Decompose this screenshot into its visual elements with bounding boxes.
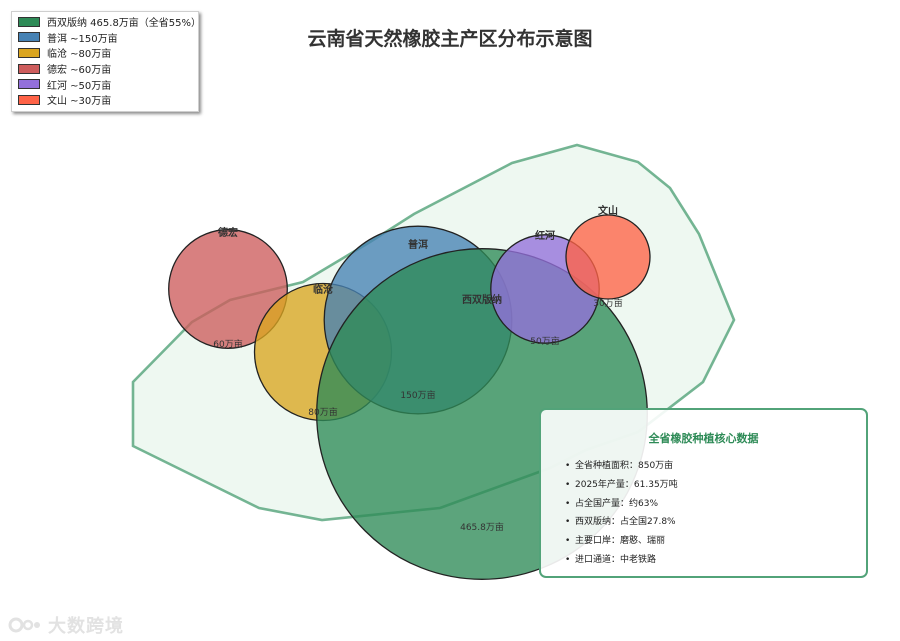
region-name-lincang: 临沧 (313, 283, 333, 296)
core-data-text: 全省种植面积：850万亩 (575, 461, 674, 471)
legend-item-puer: 普洱 ~150万亩 (18, 30, 192, 46)
map-title: 云南省天然橡胶主产区分布示意图 (307, 28, 593, 50)
legend-swatch (18, 79, 40, 90)
core-data-panel: 全省橡胶种植核心数据 •全省种植面积：850万亩 •2025年产量：61.35万… (539, 408, 868, 578)
legend-label: 临沧 ~80万亩 (47, 49, 112, 61)
legend-swatch (18, 16, 40, 27)
region-bubble-wenshan (565, 214, 651, 300)
region-name-puer: 普洱 (408, 238, 428, 251)
region-value-xishuangbanna: 465.8万亩 (460, 521, 504, 533)
legend-label: 西双版纳 465.8万亩（全省55%） (47, 18, 202, 30)
legend-item-wenshan: 文山 ~30万亩 (18, 92, 192, 108)
region-value-dehong: 60万亩 (213, 338, 242, 350)
watermark-text: 大数跨境 (48, 616, 124, 637)
region-value-wenshan: 30万亩 (593, 297, 622, 309)
region-value-honghe: 50万亩 (530, 335, 559, 347)
core-data-item: •西双版纳：占全国27.8% (565, 517, 676, 528)
region-value-puer: 150万亩 (400, 389, 435, 401)
legend-item-honghe: 红河 ~50万亩 (18, 76, 192, 92)
core-data-item: •进口通道：中老铁路 (565, 554, 657, 565)
legend-label: 红河 ~50万亩 (47, 80, 112, 92)
region-value-lincang: 80万亩 (308, 406, 337, 418)
legend-item-lincang: 临沧 ~80万亩 (18, 45, 192, 61)
watermark: 大数跨境 (8, 612, 124, 638)
legend-swatch (18, 47, 40, 58)
legend-label: 德宏 ~60万亩 (47, 65, 112, 77)
legend-item-xishuangbanna: 西双版纳 465.8万亩（全省55%） (18, 14, 201, 30)
core-data-item: •全省种植面积：850万亩 (565, 461, 674, 471)
core-data-item: •2025年产量：61.35万吨 (565, 479, 678, 490)
legend-swatch (18, 63, 40, 74)
core-data-text: 主要口岸：磨憨、瑞丽 (575, 536, 666, 547)
region-name-honghe: 红河 (535, 229, 555, 242)
legend-item-dehong: 德宏 ~60万亩 (18, 61, 192, 77)
region-name-wenshan: 文山 (598, 204, 618, 217)
legend-label: 普洱 ~150万亩 (47, 33, 118, 45)
region-name-xishuangbanna: 西双版纳 (462, 293, 502, 306)
core-data-text: 占全国产量：约63% (575, 498, 659, 509)
legend-swatch (18, 94, 40, 105)
watermark-logo-icon (8, 617, 40, 633)
core-data-text: 进口通道：中老铁路 (575, 554, 657, 565)
region-name-dehong: 德宏 (217, 226, 238, 239)
core-data-item: •主要口岸：磨憨、瑞丽 (565, 536, 666, 547)
legend-label: 文山 ~30万亩 (47, 96, 112, 108)
core-data-text: 2025年产量：61.35万吨 (575, 479, 678, 490)
legend: 西双版纳 465.8万亩（全省55%） 普洱 ~150万亩 临沧 ~80万亩 德… (11, 11, 201, 112)
core-data-item: •占全国产量：约63% (565, 498, 659, 509)
region-bubble-dehong (168, 229, 288, 349)
core-data-list: •全省种植面积：850万亩 •2025年产量：61.35万吨 •占全国产量：约6… (565, 459, 866, 572)
core-data-text: 西双版纳：占全国27.8% (575, 517, 676, 528)
core-data-title: 全省橡胶种植核心数据 (648, 432, 759, 445)
legend-swatch (18, 32, 40, 43)
